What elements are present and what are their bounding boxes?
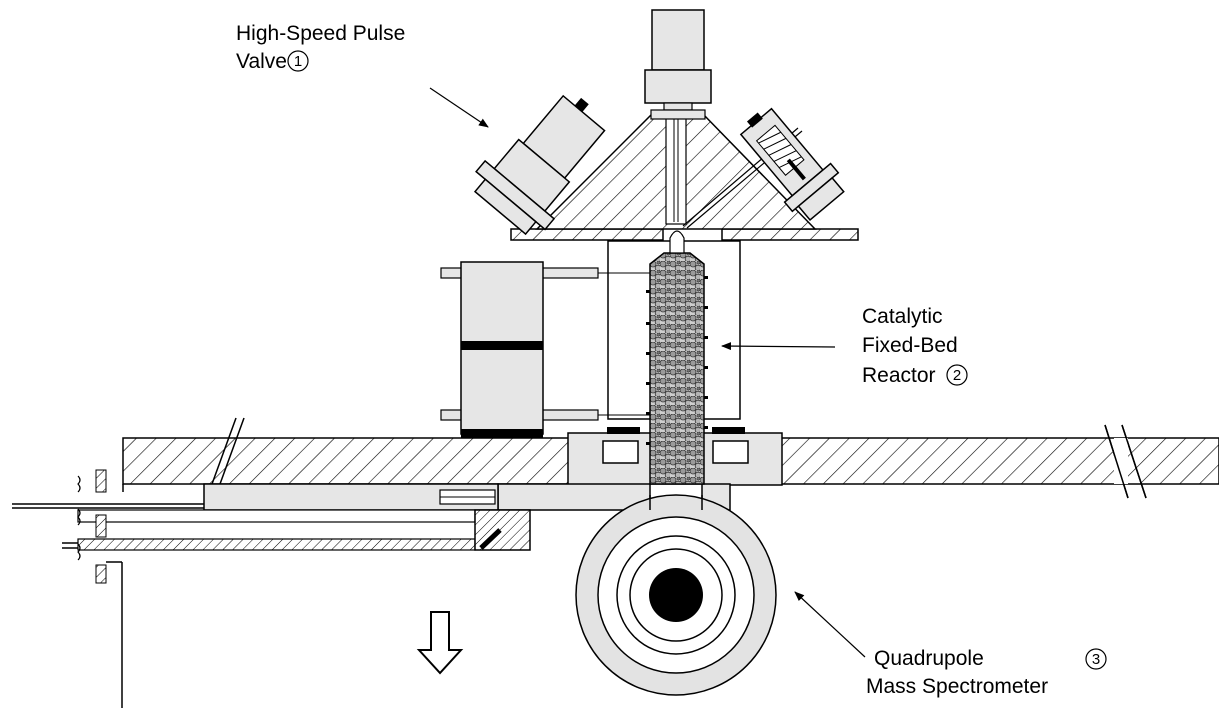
reactor-label-line3: Reactor	[862, 364, 936, 387]
valve-label-line2: Valve	[236, 50, 287, 73]
heater-frame	[440, 240, 741, 438]
valve-arrow	[429, 87, 489, 128]
left-feedthrough	[12, 469, 531, 708]
ms-label-line1: Quadrupole	[874, 647, 984, 670]
catalyst-bed	[646, 230, 708, 485]
ms-label: Quadrupole Mass Spectrometer 3	[866, 647, 1107, 698]
valve-label: High-Speed Pulse Valve 1	[236, 22, 405, 73]
down-arrow-icon	[416, 611, 464, 675]
ms-label-line2: Mass Spectrometer	[866, 675, 1048, 698]
ms-arrow	[794, 591, 866, 658]
base-plate	[122, 417, 1219, 499]
valve-cone-block	[535, 112, 817, 230]
reactor-label-line1: Catalytic	[862, 305, 943, 328]
pulse-valve	[473, 94, 606, 236]
reactor-label: Catalytic Fixed-Bed Reactor 2	[862, 305, 968, 387]
valve-label-line1: High-Speed Pulse	[236, 22, 405, 45]
reactor-arrow	[721, 342, 836, 351]
mass-spectrometer	[575, 494, 777, 696]
valve-number: 1	[294, 53, 302, 70]
ms-number: 3	[1092, 651, 1100, 668]
probe-feedthrough	[739, 107, 845, 222]
reactor-label-line2: Fixed-Bed	[862, 334, 958, 357]
top-valve	[644, 9, 712, 120]
reactor-number: 2	[953, 367, 961, 384]
